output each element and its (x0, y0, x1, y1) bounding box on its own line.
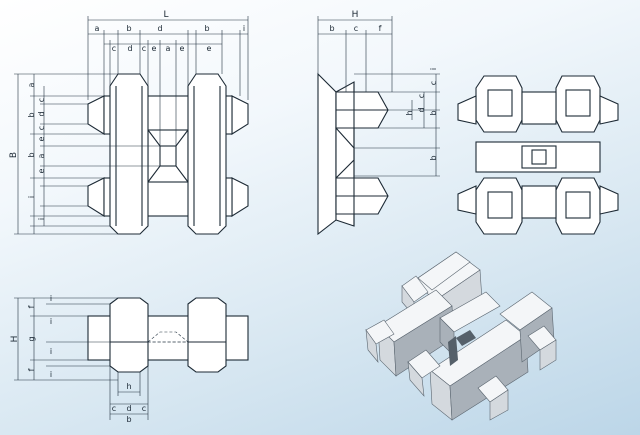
front-dim-label-i-4: i (50, 370, 52, 379)
front-block-left (109, 297, 149, 373)
plan-center-hole (159, 145, 177, 167)
plan-block-right (187, 73, 227, 235)
dim-label-left-e: e (37, 136, 46, 141)
dim-label-left-a: a (27, 82, 36, 87)
side-dim-label-c-2: c (429, 81, 438, 85)
dim-label-left-i-2: i (37, 218, 46, 220)
dim-label-left-d: d (37, 111, 46, 116)
dim-label-e-3: e (207, 44, 212, 53)
dim-label-left-c: c (37, 98, 46, 102)
front-dim-label-h: h (126, 382, 131, 391)
side-dim-label-f: f (379, 24, 382, 33)
dim-label-L: L (163, 10, 168, 20)
plan-arm-right-upper (231, 95, 249, 135)
dim-label-left-a-2: a (37, 153, 46, 158)
under-arm-ul (457, 95, 477, 125)
dim-label-d-2: d (127, 44, 132, 53)
front-dim-label-f-2: f (27, 368, 36, 371)
side-dim-label-c: c (354, 24, 358, 33)
front-dim-label-i: i (50, 294, 52, 303)
side-dim-label-c-3: c (417, 94, 426, 98)
side-base-plate (317, 72, 337, 236)
dim-label-left-c-2: c (37, 126, 46, 130)
plan-block-left (109, 73, 149, 235)
plan-arm-left-lower (87, 177, 105, 217)
dim-label-c-2: c (142, 44, 146, 53)
dim-label-a: a (95, 24, 100, 33)
front-dim-label-d: d (126, 404, 131, 413)
front-view: H f g f i i i i h c d c b (10, 294, 249, 424)
front-dim-label-H: H (10, 336, 20, 343)
side-dim-label-i: i (429, 68, 438, 70)
front-dim-label-g: g (27, 336, 36, 341)
side-dim-label-b: b (329, 24, 334, 33)
front-dim-label-c: c (112, 404, 116, 413)
front-dim-label-f: f (27, 305, 36, 308)
front-dim-label-i-3: i (50, 347, 52, 356)
under-box-ll (475, 177, 523, 235)
dim-label-e-2: e (180, 44, 185, 53)
dim-label-left-e-2: e (37, 168, 46, 173)
under-box-ur (555, 75, 601, 133)
under-arm-ur (599, 95, 619, 125)
front-dim-label-c-2: c (142, 404, 146, 413)
render-center-hole (456, 330, 476, 346)
dim-label-left-i: i (27, 196, 36, 198)
side-dim-label-d: d (417, 107, 426, 112)
side-dim-label-H: H (352, 10, 359, 20)
under-middle-bar (475, 141, 601, 173)
side-dim-label-b-2: b (429, 110, 438, 115)
under-arm-ll (457, 185, 477, 215)
dim-label-left-b-2: b (27, 152, 36, 157)
under-box-ul (475, 75, 523, 133)
render-right-block-face (449, 335, 529, 421)
under-center-hole (531, 149, 547, 165)
isometric-render (365, 251, 557, 421)
dim-label-c: c (112, 44, 116, 53)
under-box-lr (555, 177, 601, 235)
side-view: H b c f c b b c d h i (317, 10, 440, 236)
dim-label-B: B (9, 152, 19, 158)
dim-label-b: b (126, 24, 131, 33)
front-block-right (187, 297, 227, 373)
side-dim-label-h: h (405, 110, 414, 115)
under-bridge-lower (521, 185, 557, 219)
under-bridge-upper (521, 91, 557, 125)
dim-label-i: i (243, 24, 245, 33)
front-dim-label-i-2: i (50, 317, 52, 326)
plan-arm-left-upper (87, 95, 105, 135)
dim-label-left-b: b (27, 112, 36, 117)
dim-label-e: e (152, 44, 157, 53)
plan-arm-right-lower (231, 177, 249, 217)
dim-label-a-2: a (166, 44, 171, 53)
side-dim-label-b-3: b (429, 155, 438, 160)
underside-view (457, 75, 619, 235)
plan-view: L a b d b i c d c e a e e B a b b i c (9, 10, 249, 235)
front-dim-label-b: b (126, 415, 131, 424)
dim-label-b-2: b (204, 24, 209, 33)
under-arm-lr (599, 185, 619, 215)
dim-label-d: d (157, 24, 162, 33)
